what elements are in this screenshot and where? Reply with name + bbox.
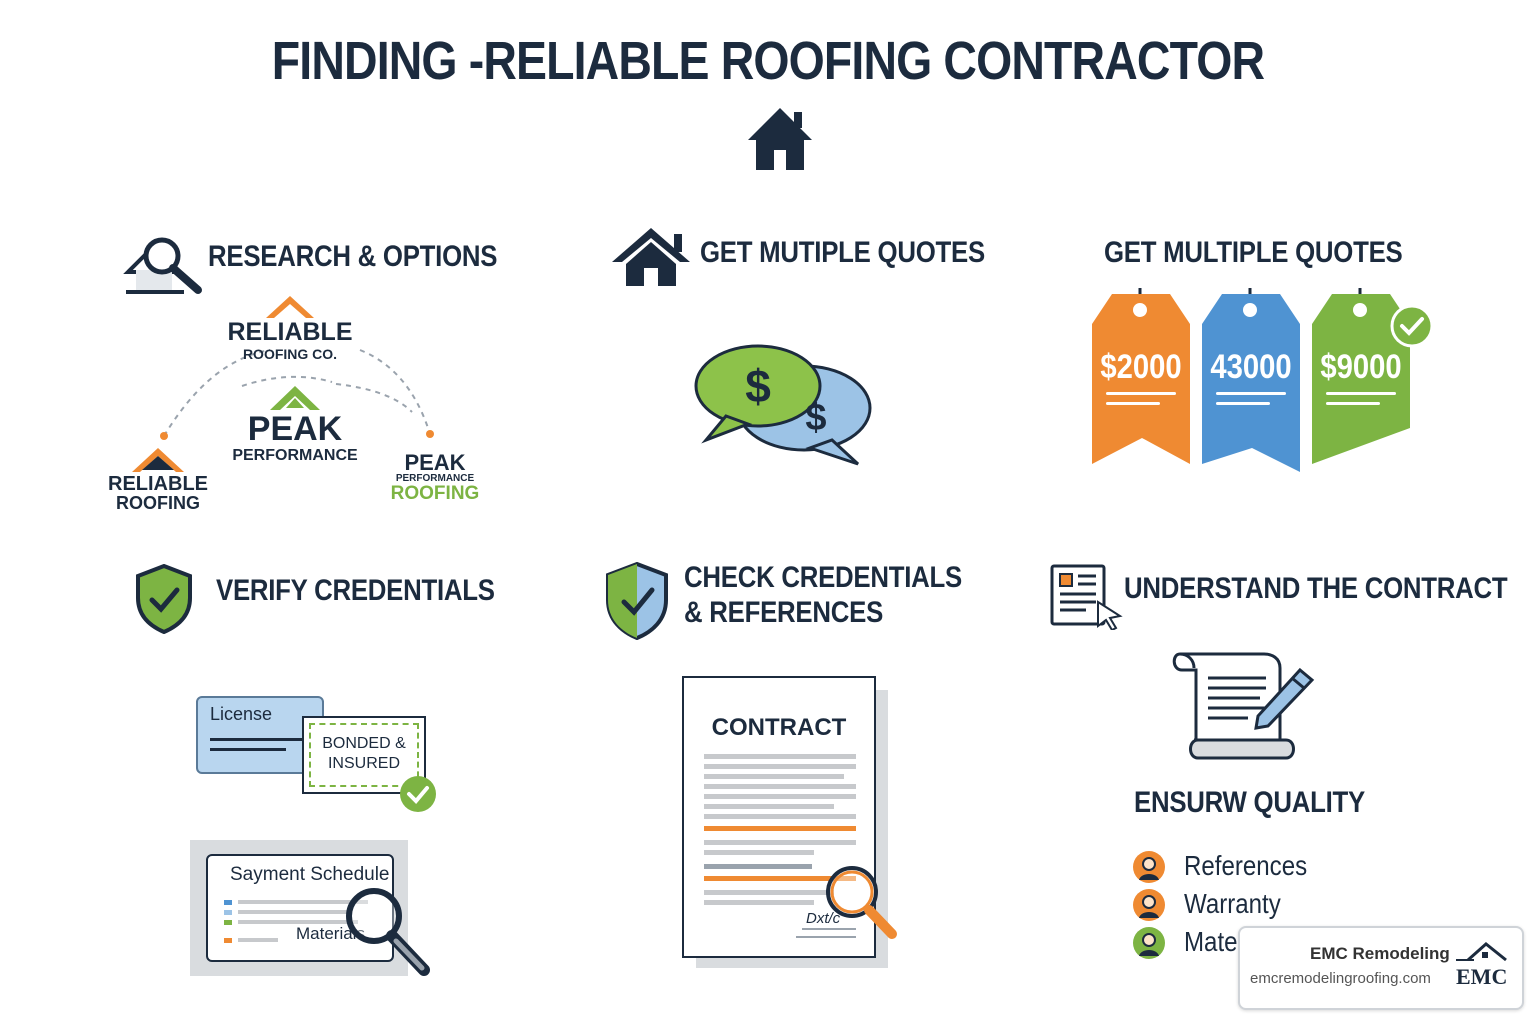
tag-price: $9000 (1320, 348, 1402, 386)
person-icon (1133, 927, 1165, 959)
check-title-line: & REFERENCES (684, 596, 884, 629)
connection-lines (160, 349, 434, 440)
brand-text: ROOFING (116, 493, 200, 513)
house-icon (748, 108, 812, 170)
roof-logo-icon (1456, 942, 1507, 962)
roof-logo-house (132, 448, 184, 472)
license-label: License (210, 704, 273, 724)
company-name: EMC Remodeling (1310, 944, 1450, 963)
signature: Dxt/c (806, 910, 841, 927)
logo-text: EMC (1456, 964, 1508, 989)
document-cursor-icon (1050, 564, 1123, 630)
contract-document: CONTRACT Dxt/c (682, 676, 876, 958)
brand-text: RELIABLE (227, 318, 353, 346)
brand-peak-performance-roofing: PEAK PERFORMANCE ROOFING (380, 450, 490, 504)
price-tag: $9000 (1312, 288, 1410, 464)
shield-check-icon (136, 564, 192, 634)
check-circle-icon (400, 776, 436, 812)
price-tag: $2000 (1092, 288, 1190, 464)
shield-check-icon (606, 562, 668, 640)
bonded-text: INSURED (327, 755, 400, 772)
section-title-research: RESEARCH & OPTIONS (208, 240, 498, 273)
section-title-check: CHECK CREDENTIALS & REFERENCES (684, 560, 962, 630)
bonded-certificate: BONDED & INSURED (302, 716, 426, 794)
house-icon (612, 228, 690, 286)
list-item: References (1132, 850, 1332, 886)
bonded-text: BONDED & (322, 735, 406, 752)
check-title-line: CHECK CREDENTIALS (684, 561, 962, 594)
magnifier-house-icon (123, 237, 202, 294)
list-label: Warranty (1184, 888, 1281, 919)
schedule-title: Sayment Schedule (230, 864, 390, 885)
roof-logo-green (270, 386, 320, 410)
speech-bubbles-dollar-icon: $ $ (694, 344, 872, 466)
footer-branding-card[interactable]: EMC Remodeling emcremodelingroofing.com … (1238, 926, 1524, 1010)
brand-text: PERFORMANCE (232, 447, 358, 464)
person-icon (1133, 889, 1165, 921)
price-tag: 43000 (1202, 288, 1300, 472)
brand-text: PERFORMANCE (395, 473, 475, 484)
person-icon (1133, 851, 1165, 883)
payment-schedule-panel: Sayment Schedule Materials (190, 840, 408, 976)
roof-logo-orange (266, 296, 314, 318)
contract-title: CONTRACT (711, 714, 847, 741)
list-label: References (1184, 850, 1308, 881)
tag-price: $2000 (1100, 348, 1182, 386)
section-title-contract: UNDERSTAND THE CONTRACT (1124, 572, 1508, 605)
brand-reliable-roofing-co: RELIABLE ROOFING CO. (210, 318, 370, 362)
section-title-quotes-middle: GET MUTIPLE QUOTES (700, 236, 985, 269)
tag-price: 43000 (1210, 348, 1292, 386)
section-title-verify: VERIFY CREDENTIALS (216, 574, 495, 607)
check-circle-icon (1390, 304, 1434, 348)
dollar-sign: $ (805, 397, 826, 439)
list-item: Warranty (1132, 888, 1332, 924)
quality-title: ENSURW QUALITY (1134, 786, 1365, 819)
brand-text: ROOFING CO. (242, 346, 338, 362)
dollar-sign: $ (745, 360, 771, 412)
brand-text: PEAK (404, 450, 466, 475)
brand-text: ROOFING (390, 483, 480, 504)
scroll-pen-icon (1172, 652, 1315, 760)
magnifier-icon (346, 888, 430, 976)
section-title-quotes-right: GET MULTIPLE QUOTES (1104, 236, 1403, 269)
company-url[interactable]: emcremodelingroofing.com (1250, 970, 1431, 987)
magnifier-icon (826, 866, 897, 939)
brand-text: RELIABLE (108, 473, 208, 495)
brand-text: PEAK (247, 410, 343, 448)
schedule-item: Materials (296, 924, 365, 943)
brand-peak-performance: PEAK PERFORMANCE (215, 412, 375, 464)
brand-reliable-roofing: RELIABLE ROOFING (98, 474, 218, 512)
page-title: FINDING -RELIABLE ROOFING CONTRACTOR (271, 31, 1265, 91)
